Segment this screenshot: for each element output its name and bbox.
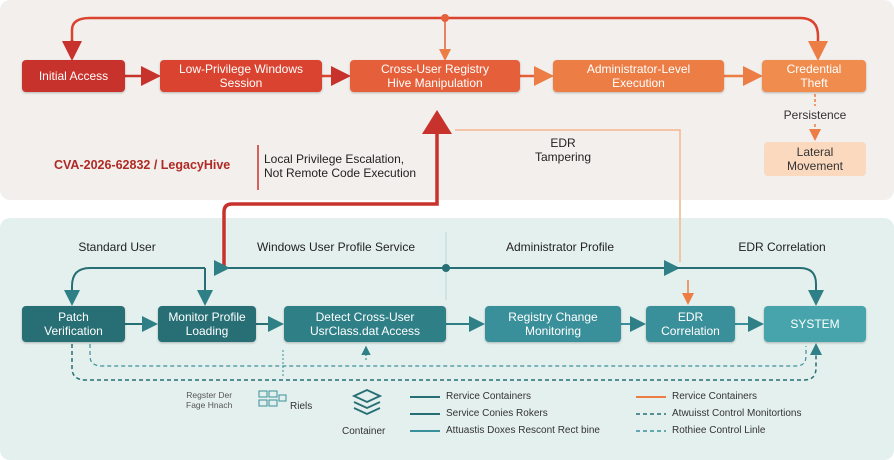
header-profile-service: Windows User Profile Service bbox=[256, 240, 416, 254]
legend-riels: Riels bbox=[290, 401, 313, 412]
node-low-privilege-session: Low-Privilege Windows Session bbox=[160, 60, 322, 92]
header-admin-profile: Administrator Profile bbox=[505, 240, 615, 254]
node-system: SYSTEM bbox=[764, 306, 866, 342]
node-detect-cross-user: Detect Cross-User UsrClass.dat Access bbox=[284, 306, 446, 342]
legend-orange-item-3: Rothiee Control Linle bbox=[672, 425, 766, 436]
legend-teal-item-3: Attuastis Doxes Rescont Rect bine bbox=[446, 425, 600, 436]
legend-orange-item-1: Rervice Containers bbox=[672, 391, 758, 402]
riels-icon bbox=[258, 390, 287, 407]
node-initial-access: Initial Access bbox=[22, 60, 125, 92]
header-edr-correlation: EDR Correlation bbox=[738, 240, 826, 254]
edr-tampering-label: EDR Tampering bbox=[534, 136, 592, 164]
node-admin-execution: Administrator-Level Execution bbox=[553, 60, 724, 92]
header-standard-user: Standard User bbox=[78, 240, 156, 254]
attack-chain-panel bbox=[0, 0, 894, 200]
node-lateral-movement: Lateral Movement bbox=[764, 142, 866, 176]
legend-teal-item-2: Service Conies Rokers bbox=[446, 408, 548, 419]
node-edr-correlation: EDR Correlation bbox=[646, 306, 735, 342]
legend-teal-item-1: Rervice Containers bbox=[446, 391, 532, 402]
node-patch-verification: Patch Verification bbox=[22, 306, 125, 342]
legend-register-label: Regster Der Fage Hnach bbox=[186, 390, 233, 410]
node-registry-monitoring: Registry Change Monitoring bbox=[485, 306, 621, 342]
node-credential-theft: Credential Theft bbox=[762, 60, 866, 92]
node-cross-user-registry: Cross-User Registry Hive Manipulation bbox=[350, 60, 520, 92]
cve-identifier: CVA-2026-62832 / LegacyHive bbox=[54, 158, 231, 172]
cve-description: Local Privilege Escalation, Not Remote C… bbox=[264, 152, 417, 180]
legend-container: Container bbox=[342, 426, 386, 437]
legend-orange-item-2: Atwuisst Control Monitortions bbox=[672, 408, 802, 419]
persistence-label: Persistence bbox=[783, 108, 847, 122]
node-monitor-profile: Monitor Profile Loading bbox=[158, 306, 256, 342]
defense-chain-panel bbox=[0, 218, 894, 460]
container-icon bbox=[351, 389, 383, 415]
